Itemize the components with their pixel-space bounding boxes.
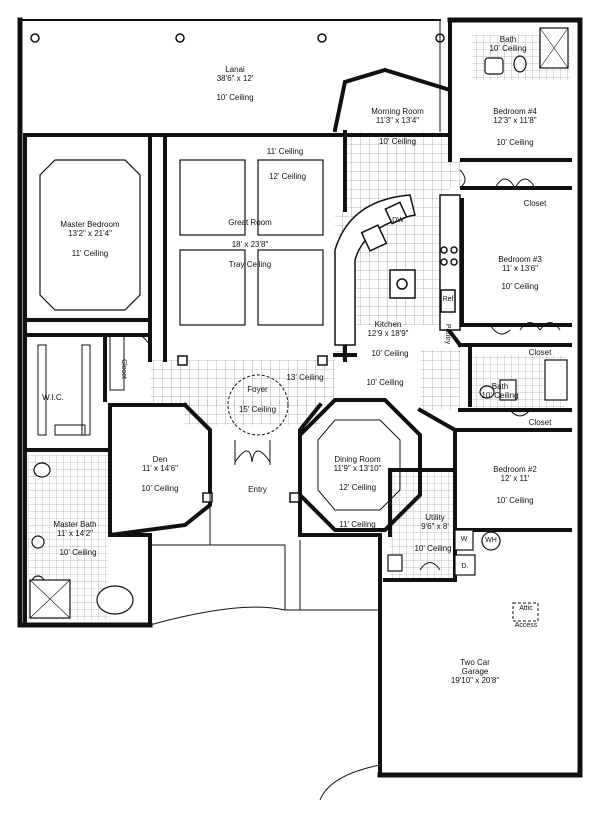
bath-mid-name: Bath	[491, 382, 509, 391]
lanai-columns	[30, 33, 445, 43]
garage-label: Two Car Garage 19'10" x 20'8"	[440, 658, 510, 685]
bedroom-2-size: 12' x 11'	[500, 474, 530, 483]
bedroom-3-size: 11' x 13'6"	[502, 264, 538, 273]
den-label: Den 11' x 14'6"	[125, 455, 195, 473]
bedroom-4-size: 12'3" x 11'8"	[493, 116, 537, 125]
master-tray	[39, 159, 141, 311]
dining-room-name: Dining Room	[334, 455, 381, 464]
den-name: Den	[152, 455, 168, 464]
master-bath-ceiling: 10' Ceiling	[59, 548, 97, 557]
utility-size: 9'6" x 8'	[421, 522, 449, 531]
foyer-ceiling-alt: 13' Ceiling	[286, 373, 324, 382]
bedroom-2-ceiling: 10' Ceiling	[496, 496, 534, 505]
dining-below-ceiling: 11' Ceiling	[339, 520, 376, 529]
den-ceiling: 10' Ceiling	[141, 484, 179, 493]
morning-room-ceiling: 10' Ceiling	[378, 137, 417, 146]
garage-area	[319, 535, 539, 801]
tray-ceiling	[179, 159, 324, 326]
great-room-size: 18' x 23'8"	[231, 240, 269, 249]
morning-room-name: Morning Room	[371, 107, 424, 116]
dryer-label: D.	[461, 563, 469, 570]
utility-label: Utility 9'6" x 8'	[410, 513, 460, 531]
attic-label: Attic	[510, 605, 542, 613]
morning-room-label: Morning Room 11'3" x 13'4"	[360, 107, 435, 125]
morning-room-size: 11'3" x 13'4"	[375, 116, 420, 125]
columns	[177, 355, 328, 503]
attic-name: Attic	[519, 605, 533, 612]
bath-top-ceiling: 10' Ceiling	[489, 44, 527, 53]
water-heater-label: WH	[485, 537, 497, 544]
master-bedroom-ceiling: 11' Ceiling	[71, 249, 109, 258]
kitchen-ceiling: 10' Ceiling	[371, 349, 409, 358]
bedroom-4-label: Bedroom #4 12'3" x 11'8"	[480, 107, 550, 125]
foyer-circle	[227, 374, 289, 436]
walkway	[149, 440, 380, 626]
bedroom-4-name: Bedroom #4	[493, 107, 537, 116]
garage-name: Two Car	[460, 658, 490, 667]
lanai-name: Lanai	[225, 65, 245, 74]
lanai-ceiling: 10' Ceiling	[216, 93, 254, 102]
closet-top-label: Closet	[523, 199, 547, 208]
dining-octagon	[298, 398, 422, 532]
hall-ceiling: 10' Ceiling	[366, 378, 404, 387]
dining-room-size: 11'9" x 13'10"	[333, 464, 382, 473]
foyer-ceiling: 15' Ceiling	[238, 405, 277, 414]
kitchen-size: 12'9 x 18'9"	[367, 329, 409, 338]
kitchen-name: Kitchen	[374, 320, 402, 329]
foyer-name: Foyer	[247, 385, 268, 394]
bedroom-2-label: Bedroom #2 12' x 11'	[480, 465, 550, 483]
master-bath-size: 11' x 14'2"	[57, 529, 93, 538]
lanai-label: Lanai 38'6" x 12'	[195, 65, 275, 83]
bedroom-2-name: Bedroom #2	[493, 465, 537, 474]
wic-label: W.I.C.	[42, 393, 64, 402]
dining-room-label: Dining Room 11'9" x 13'10"	[320, 455, 395, 473]
den-size: 11' x 14'6"	[142, 464, 178, 473]
garage-sub: Garage	[461, 667, 489, 676]
great-room-ceiling-inner: 12' Ceiling	[268, 172, 307, 181]
doors	[139, 169, 561, 571]
bath-top-label: Bath 10' Ceiling	[478, 35, 538, 53]
entry-label: Entry	[248, 485, 267, 494]
kitchen-label: Kitchen 12'9 x 18'9"	[358, 320, 418, 338]
utility-fixtures	[387, 529, 501, 576]
great-room-tray: Tray Ceiling	[228, 260, 272, 269]
great-room-name: Great Room	[228, 218, 272, 227]
great-room-ceiling-top: 11' Ceiling	[266, 147, 304, 156]
refrigerator-label: Ref.	[442, 296, 456, 303]
dining-room-ceiling: 12' Ceiling	[338, 483, 377, 492]
utility-ceiling: 10' Ceiling	[414, 544, 452, 553]
lanai-size: 38'6" x 12'	[216, 74, 254, 83]
closet-side-label: Closet	[120, 359, 127, 379]
bedroom-4-ceiling: 10' Ceiling	[496, 138, 534, 147]
garage-size: 19'10" x 20'8"	[450, 676, 500, 685]
bedroom-3-name: Bedroom #3	[498, 255, 542, 264]
kitchen-counters	[334, 194, 461, 346]
bedroom-3-ceiling: 10' Ceiling	[501, 282, 539, 291]
master-bedroom-name: Master Bedroom	[60, 220, 120, 229]
master-bath-label: Master Bath 11' x 14'2"	[45, 520, 105, 538]
attic-access: Access	[514, 622, 538, 629]
bath-mid-label: Bath 10' Ceiling	[475, 382, 525, 400]
bedroom-3-label: Bedroom #3 11' x 13'6"	[485, 255, 555, 273]
bath-mid-ceiling: 10' Ceiling	[481, 391, 519, 400]
dishwasher-label: DW	[392, 217, 404, 224]
master-bath-name: Master Bath	[53, 520, 97, 529]
closet-mid-label: Closet	[528, 348, 552, 357]
master-bedroom-label: Master Bedroom 13'2" x 21'4"	[50, 220, 130, 238]
bath-fixtures	[29, 27, 569, 619]
washer-label: W	[460, 536, 468, 543]
utility-name: Utility	[425, 513, 445, 522]
master-bedroom-size: 13'2" x 21'4"	[68, 229, 112, 238]
pantry-label: Pantry	[444, 323, 451, 345]
wic-shelving	[37, 334, 125, 436]
closet-low-label: Closet	[528, 418, 552, 427]
bath-top-name: Bath	[499, 35, 517, 44]
